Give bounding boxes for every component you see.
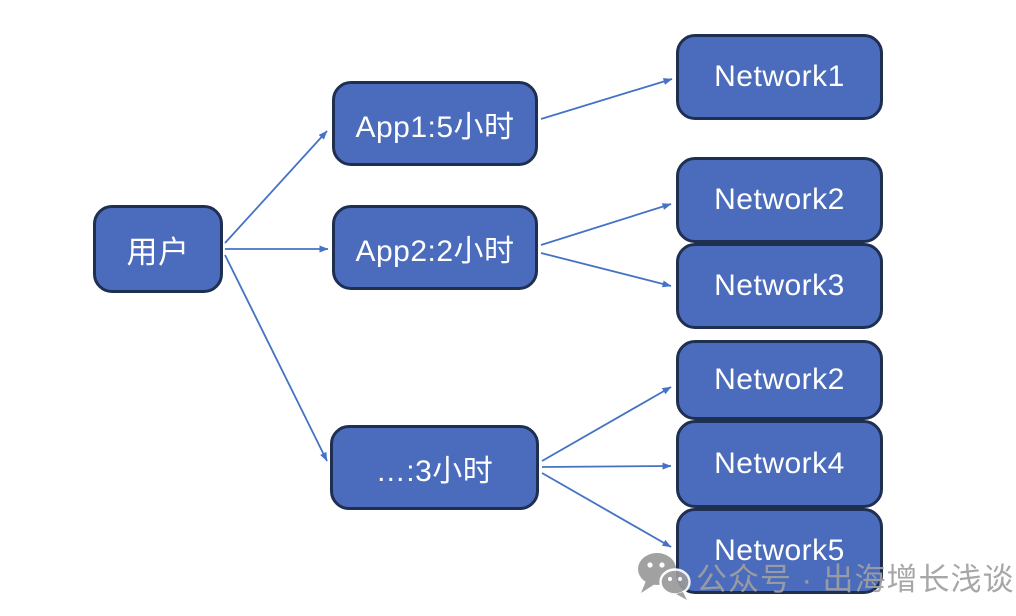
node-app2: App2:2小时 [332, 205, 538, 290]
node-network3: Network3 [676, 243, 883, 329]
node-user: 用户 [93, 205, 223, 293]
watermark-text: 公众号 · 出海增长浅谈 [696, 561, 1015, 597]
wechat-icon [638, 553, 691, 600]
edge-app2-net3 [540, 252, 672, 288]
node-app-ellipsis: …:3小时 [330, 425, 539, 510]
edge-user-app1 [224, 130, 328, 244]
node-app1: App1:5小时 [332, 81, 538, 166]
node-network1: Network1 [676, 34, 883, 120]
node-network2-top: Network2 [676, 157, 883, 243]
edge-app2-net2a [540, 203, 672, 246]
edge-app3-net4 [541, 462, 672, 470]
edge-app3-net2b [541, 386, 672, 462]
edge-app1-net1 [540, 78, 673, 120]
node-network4: Network4 [676, 420, 883, 508]
node-network5: Network5 [676, 508, 883, 594]
watermark: 公众号 · 出海增长浅谈 [636, 551, 1015, 601]
node-network2-bottom: Network2 [676, 340, 883, 420]
edge-user-app3 [224, 254, 328, 462]
edge-app3-net5 [541, 472, 672, 548]
